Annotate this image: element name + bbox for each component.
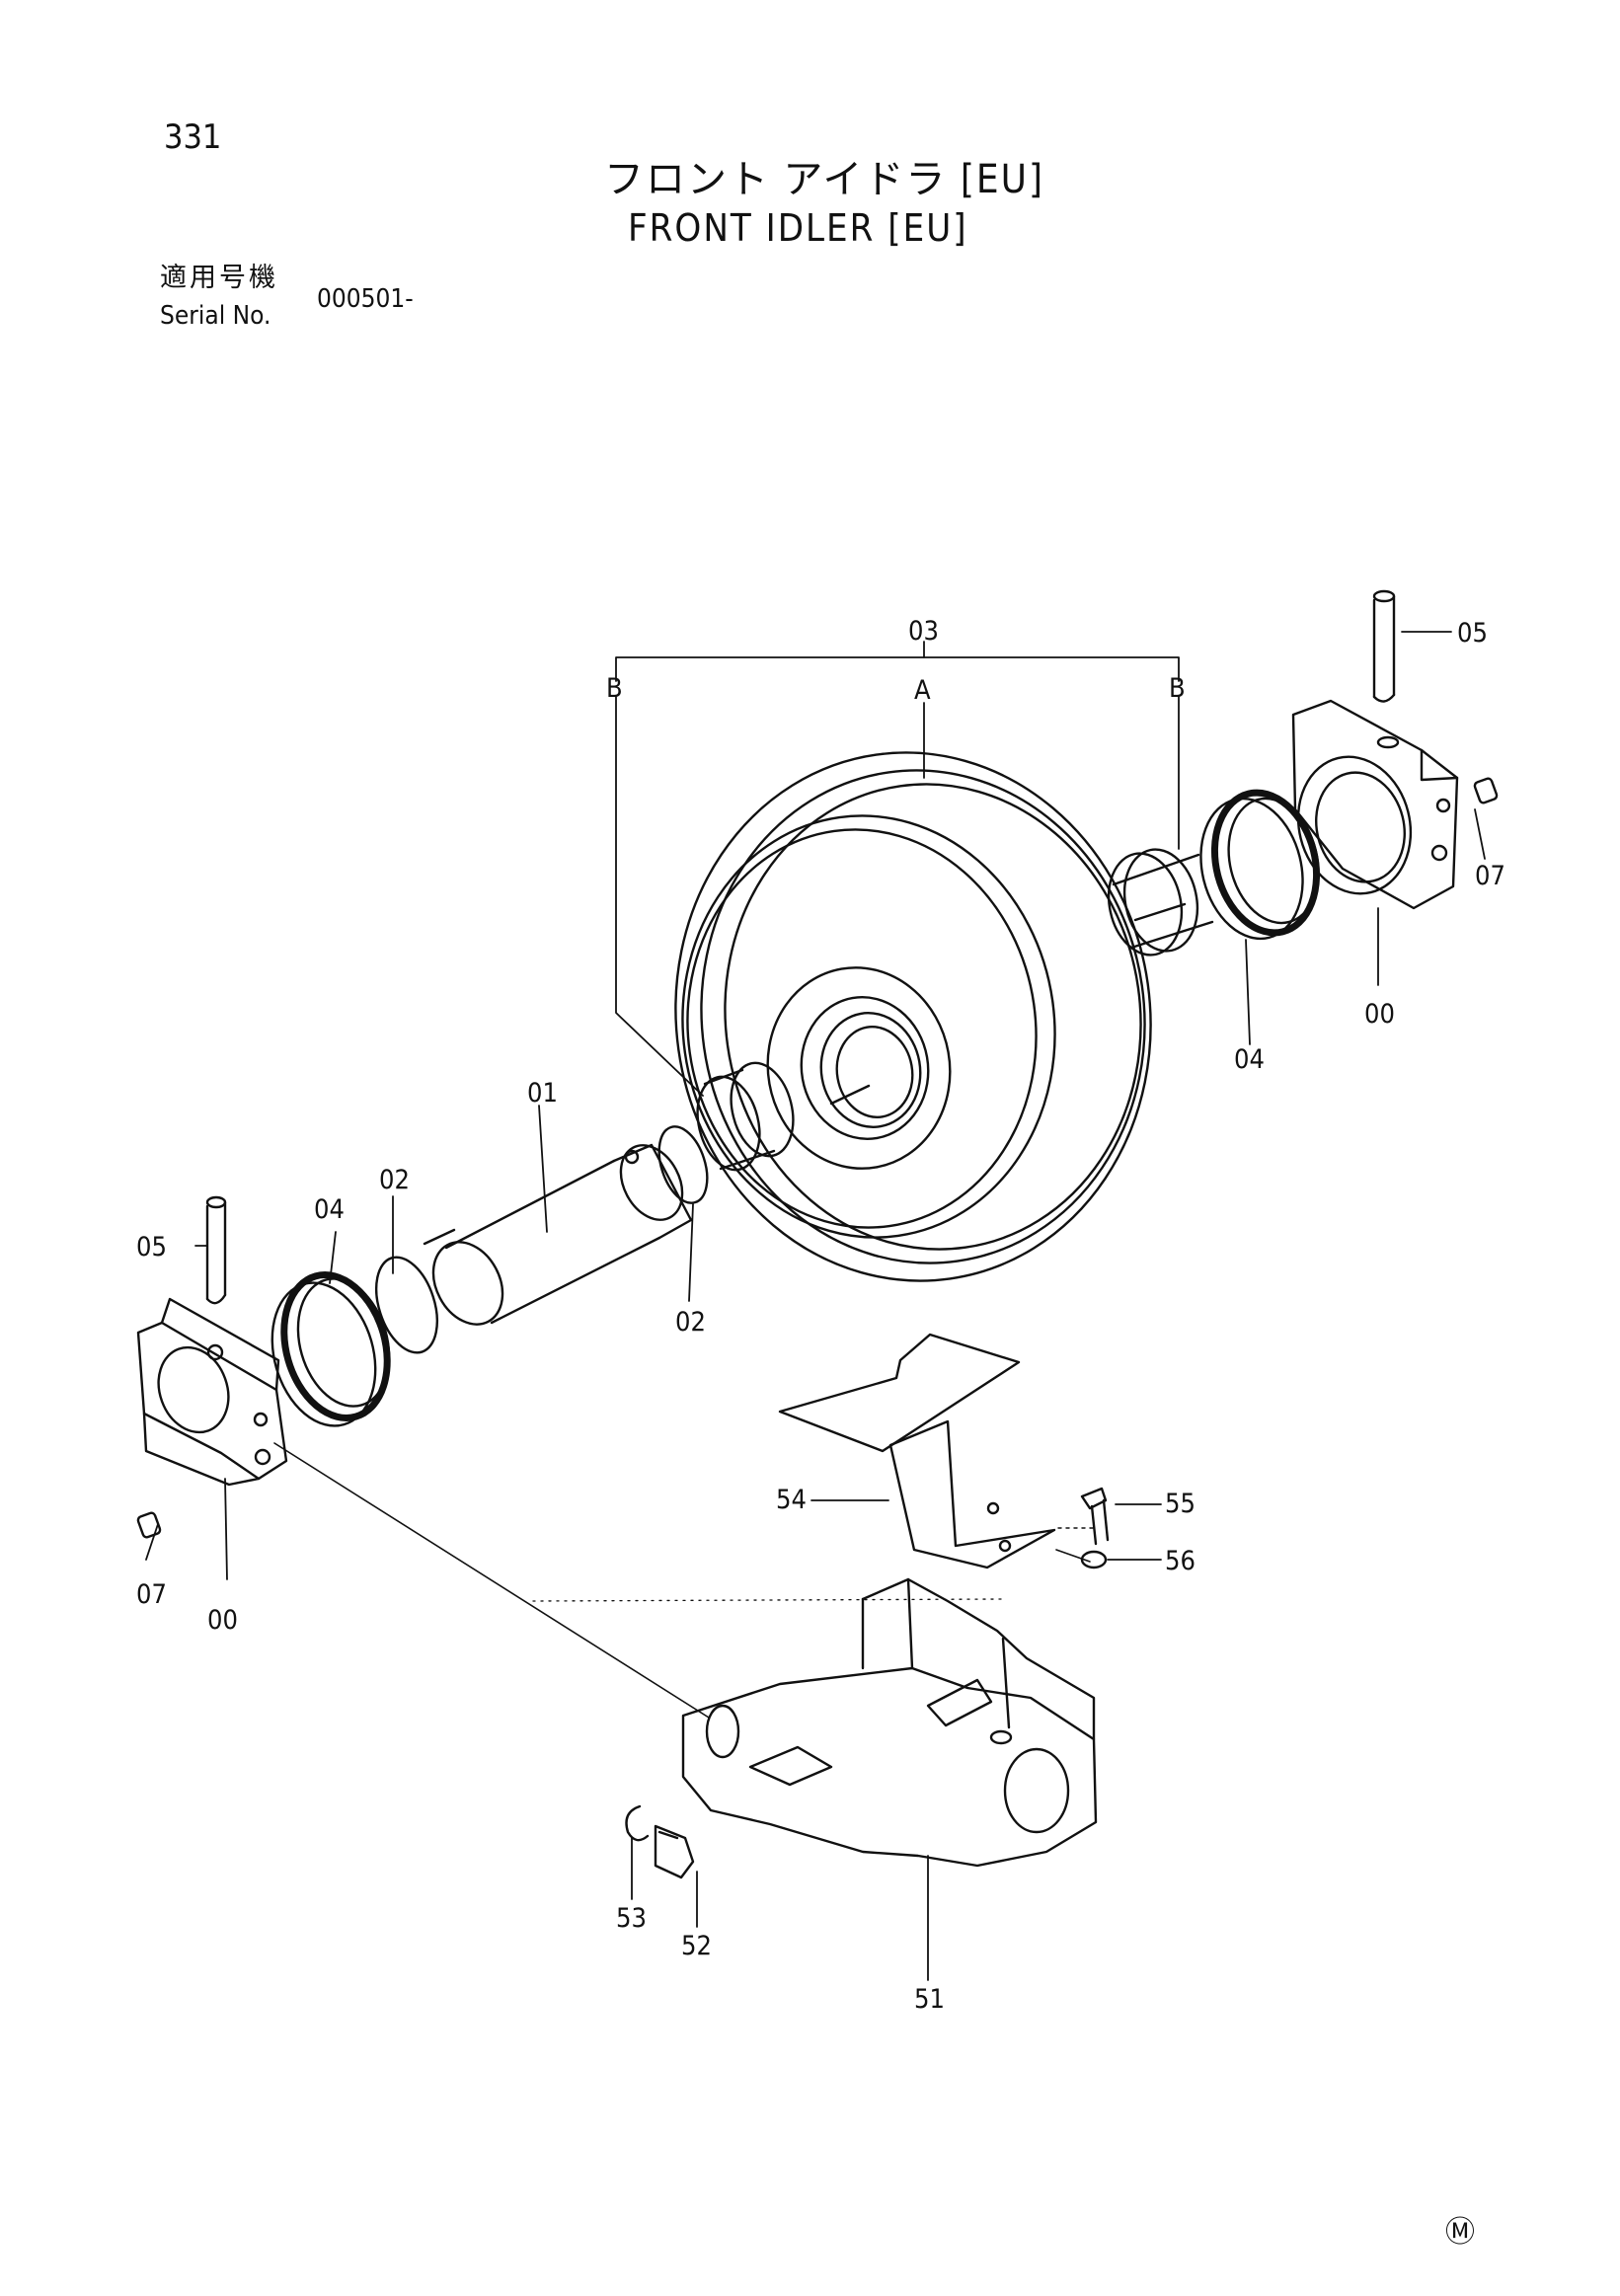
yoke-washer <box>625 1804 650 1842</box>
right-plug <box>1473 777 1499 804</box>
callout-02-lower: 02 <box>675 1307 706 1338</box>
right-bushing <box>1107 848 1214 957</box>
callout-56: 56 <box>1165 1546 1196 1576</box>
page-number: 331 <box>164 117 222 157</box>
callout-55: 55 <box>1165 1489 1196 1519</box>
serial-label-english: Serial No. <box>160 301 271 331</box>
left-floating-seal <box>270 1271 391 1427</box>
callout-a: A <box>914 675 931 706</box>
callout-54: 54 <box>776 1485 807 1515</box>
right-support-bracket <box>1291 699 1459 910</box>
left-bushing <box>696 1061 795 1172</box>
title-japanese: フロント アイドラ [EU] <box>604 157 1045 202</box>
idler-shaft <box>423 1143 693 1326</box>
serial-label-japanese: 適用号機 <box>160 263 278 293</box>
callout-07-left: 07 <box>136 1579 167 1610</box>
right-pin <box>1372 589 1396 703</box>
callout-07-right: 07 <box>1475 861 1505 891</box>
callout-00-right: 00 <box>1364 999 1395 1030</box>
callout-05-right: 05 <box>1457 618 1488 649</box>
callout-05-left: 05 <box>136 1232 167 1263</box>
idler-wheel <box>674 751 1152 1282</box>
yoke-bolt <box>654 1824 695 1879</box>
callout-02-upper: 02 <box>379 1165 410 1195</box>
left-support-bracket <box>136 1297 288 1487</box>
manufacturer-mark: Ⓜ <box>1445 2215 1475 2250</box>
callout-51: 51 <box>914 1984 945 2015</box>
callout-01: 01 <box>527 1078 558 1109</box>
title-english: FRONT IDLER [EU] <box>628 206 968 250</box>
left-o-ring <box>375 1256 438 1354</box>
callout-53: 53 <box>616 1903 647 1934</box>
serial-number-value: 000501- <box>317 284 414 314</box>
callout-b-right: B <box>1169 673 1186 704</box>
callout-labels: 03 A B B 05 07 00 04 01 02 02 04 05 07 0… <box>136 616 1505 2015</box>
right-floating-seal <box>1199 789 1321 941</box>
callout-04-right: 04 <box>1234 1044 1265 1075</box>
guard-plate <box>778 1333 1056 1569</box>
callout-04-left: 04 <box>314 1194 345 1225</box>
callout-03: 03 <box>908 616 939 647</box>
right-o-ring <box>657 1125 709 1204</box>
leader-lines <box>145 631 1486 1981</box>
guard-bolt <box>1080 1487 1110 1546</box>
callout-52: 52 <box>681 1931 712 1961</box>
callout-b-left: B <box>606 673 623 704</box>
idler-yoke <box>681 1577 1098 1868</box>
left-pin <box>205 1195 227 1305</box>
callout-00-left: 00 <box>207 1605 238 1636</box>
left-plug <box>136 1511 162 1539</box>
